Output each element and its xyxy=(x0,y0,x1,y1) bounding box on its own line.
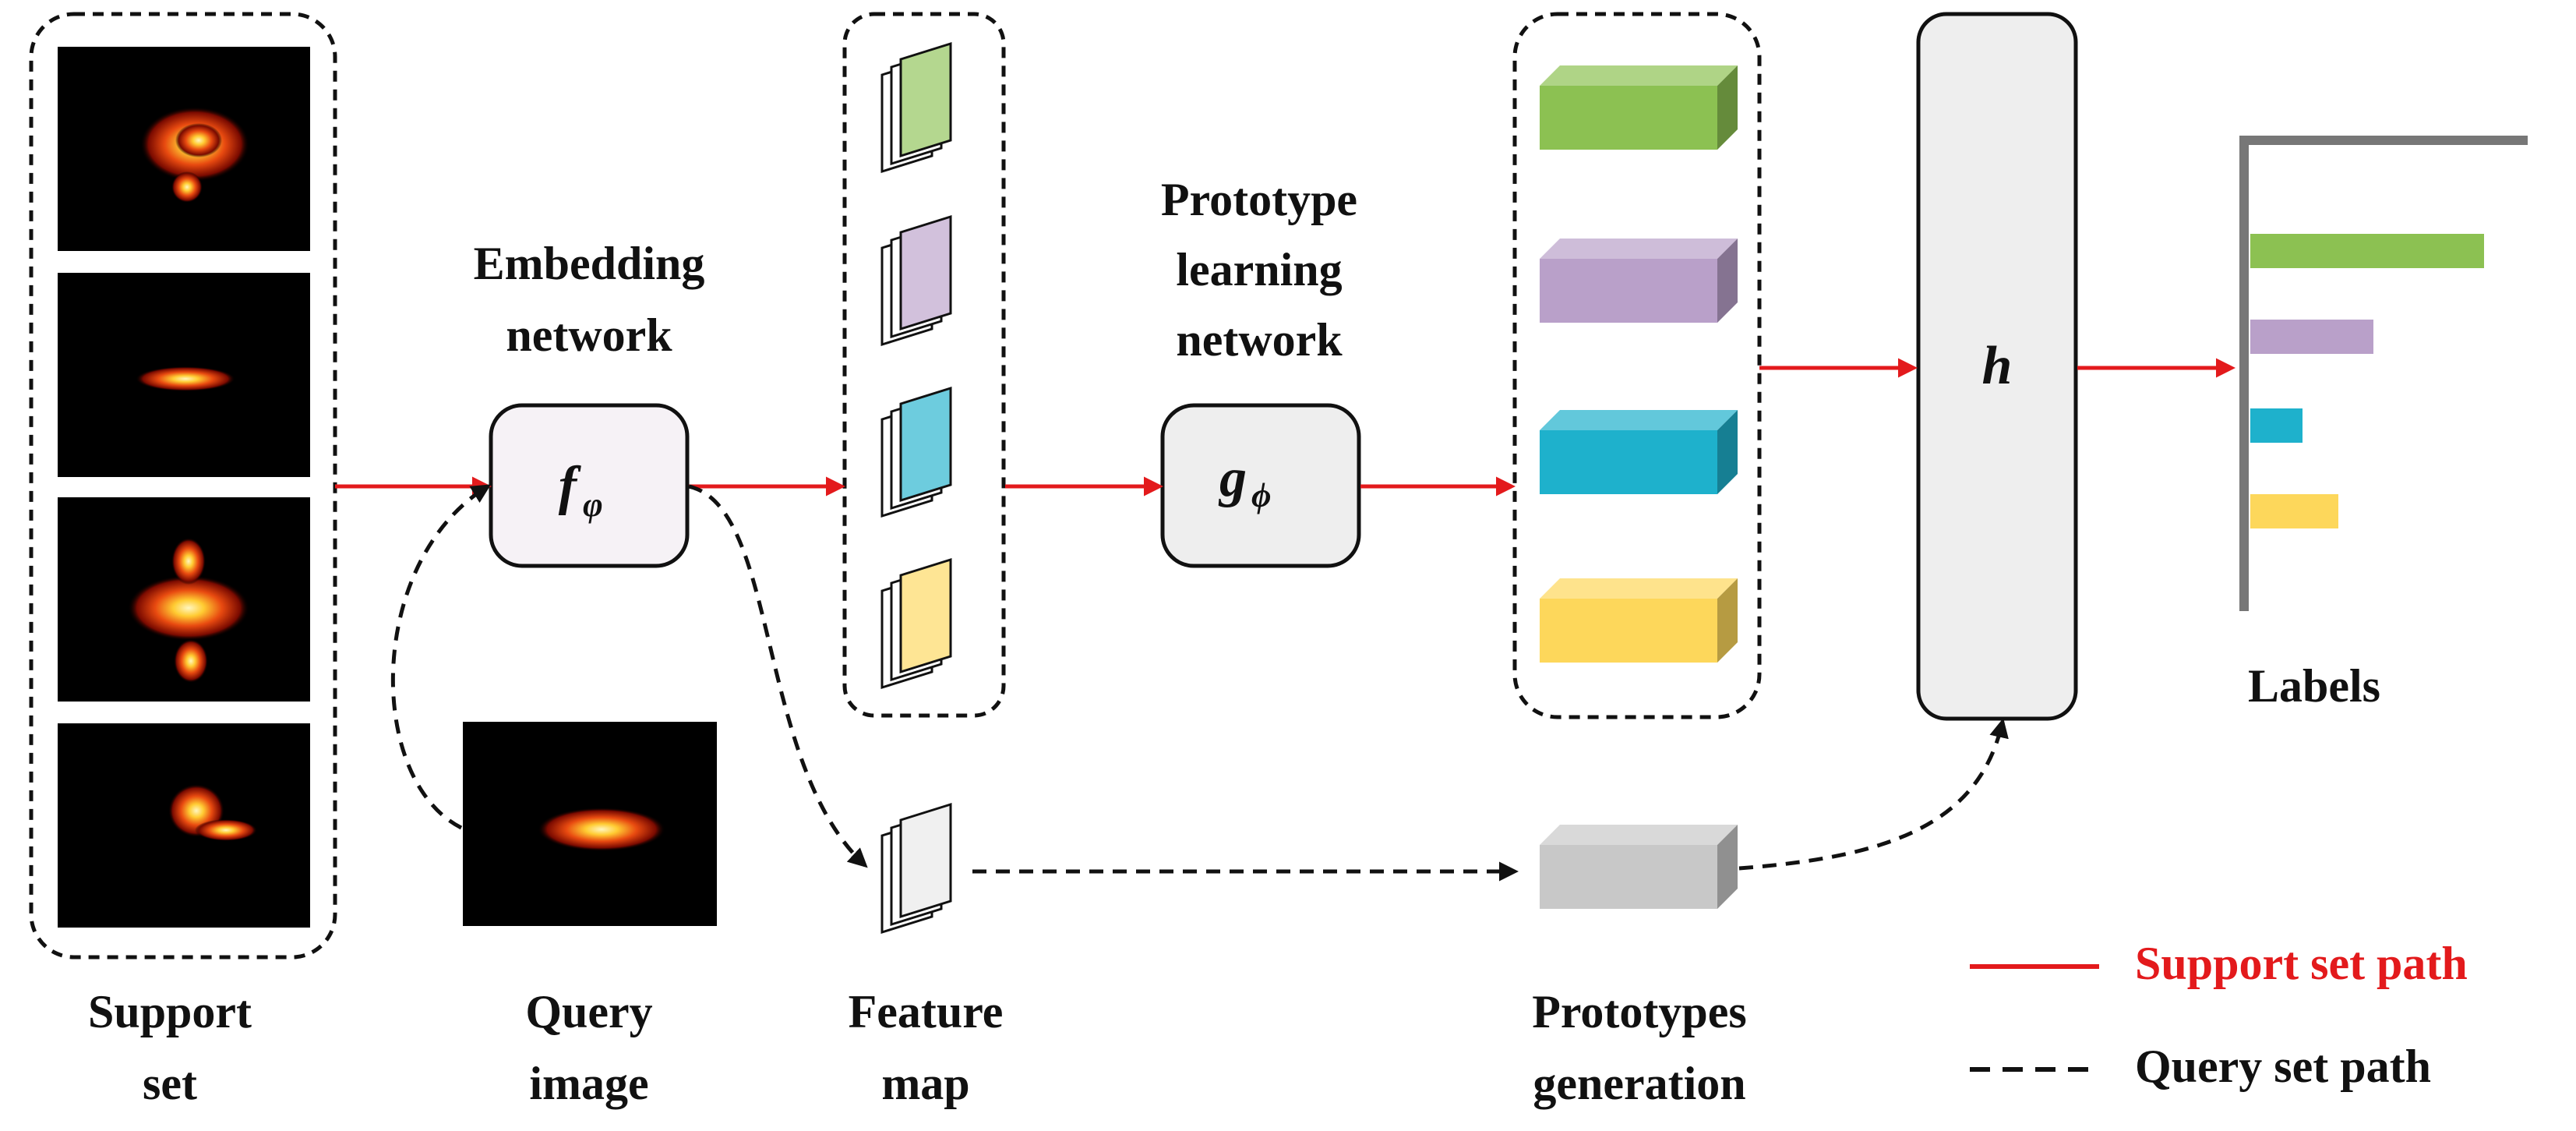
prototype-boxes xyxy=(1540,65,1738,663)
embedding-network-node: f φ xyxy=(489,403,690,568)
prototype-learning-node: g ϕ xyxy=(1160,403,1361,568)
svg-text:image: image xyxy=(529,1058,648,1109)
feature-map-label: Feature map xyxy=(849,986,1004,1109)
prototype-box-4 xyxy=(1540,578,1738,663)
legend-query-label: Query set path xyxy=(2135,1041,2431,1092)
support-image-3 xyxy=(58,497,310,702)
support-set-path xyxy=(335,358,2235,497)
query-feature-map xyxy=(880,802,1738,935)
svg-text:Embedding: Embedding xyxy=(474,238,705,289)
support-image-4 xyxy=(58,723,310,928)
svg-text:Feature: Feature xyxy=(849,986,1004,1037)
support-image-2 xyxy=(58,273,310,477)
prototype-box-2 xyxy=(1540,239,1738,323)
feature-stack-4 xyxy=(880,557,952,690)
classifier-symbol: h xyxy=(1982,336,2013,396)
prototype-box-3 xyxy=(1540,410,1738,494)
feature-stack-2 xyxy=(880,214,952,347)
prototypes-generation-label: Prototypes generation xyxy=(1532,986,1747,1109)
support-set-label: Support set xyxy=(88,986,252,1109)
label-bar-3 xyxy=(2250,408,2303,443)
labels-output xyxy=(2239,136,2528,611)
feature-stack-1 xyxy=(880,41,952,174)
svg-text:network: network xyxy=(1176,314,1343,366)
embedding-network-label: Embedding network xyxy=(474,238,705,361)
feature-map-stacks xyxy=(880,41,952,690)
query-image-label: Query image xyxy=(525,986,652,1109)
svg-text:network: network xyxy=(506,309,672,361)
svg-text:set: set xyxy=(143,1058,197,1109)
prototypes-group xyxy=(1512,12,1762,719)
svg-text:Query: Query xyxy=(525,986,652,1037)
prototype-learning-network-label: Prototype learning network xyxy=(1161,174,1357,366)
svg-text:learning: learning xyxy=(1176,244,1342,295)
feature-stack-3 xyxy=(880,386,952,518)
query-feature-stack xyxy=(880,802,952,935)
label-bar-1 xyxy=(2250,234,2484,268)
prototype-box-1 xyxy=(1540,65,1738,150)
query-prototype-box xyxy=(1540,825,1738,909)
classifier-node: h xyxy=(1916,12,2078,721)
legend: Support set path Query set path xyxy=(1970,938,2468,1092)
support-image-1 xyxy=(58,47,310,251)
svg-text:Support: Support xyxy=(88,986,252,1037)
svg-text:generation: generation xyxy=(1533,1058,1745,1109)
prototype-net-symbol: g xyxy=(1218,448,1247,508)
embedding-subscript: φ xyxy=(583,486,603,524)
svg-text:Prototype: Prototype xyxy=(1161,174,1357,225)
label-bar-4 xyxy=(2250,494,2338,528)
query-set-path xyxy=(390,484,2009,882)
prototype-net-subscript: ϕ xyxy=(1251,476,1271,514)
svg-text:map: map xyxy=(881,1058,969,1109)
feature-map-group xyxy=(842,12,1006,718)
label-bar-2 xyxy=(2250,320,2373,354)
legend-support-label: Support set path xyxy=(2135,938,2468,989)
svg-text:Prototypes: Prototypes xyxy=(1532,986,1747,1037)
labels-label: Labels xyxy=(2248,660,2380,712)
query-image xyxy=(463,722,717,926)
